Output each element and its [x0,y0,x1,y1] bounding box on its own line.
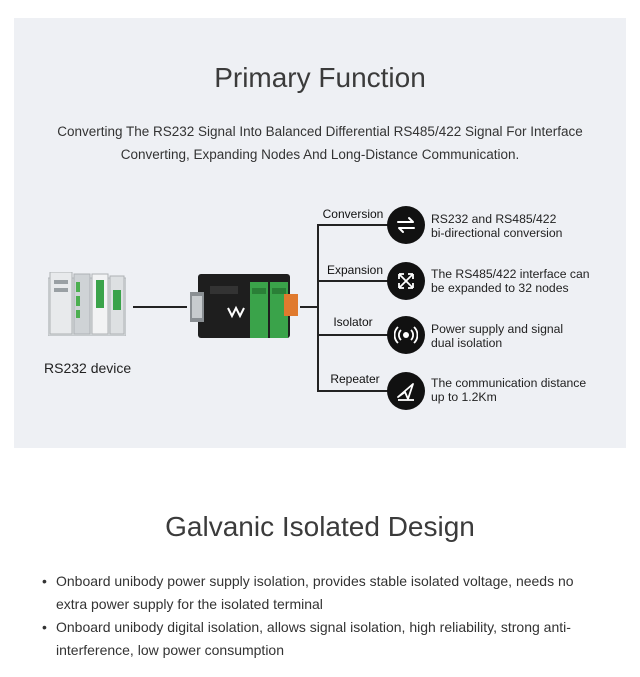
section-title-galvanic: Galvanic Isolated Design [165,511,475,542]
device-label: RS232 device [44,360,132,376]
feature-desc-conversion: RS232 and RS485/422 bi-directional conve… [431,212,563,240]
feature-desc-isolator: Power supply and signal dual isolation [431,322,564,350]
feature-label-expansion: Expansion [326,263,384,277]
send-arrow-icon [387,372,425,410]
feature-label-conversion: Conversion [322,207,384,221]
primary-function-panel [14,18,626,448]
feature-desc-expansion: The RS485/422 interface can be expanded … [431,267,590,295]
bullet-item-power-isolation: Onboard unibody power supply isolation, … [42,570,602,616]
converter-module-image [190,274,298,338]
device-link-line [133,306,187,308]
tree-stem-line [300,306,318,308]
branch-line-isolator [317,334,389,336]
feature-bullet-list: Onboard unibody power supply isolation, … [42,570,602,662]
swap-arrows-icon [387,206,425,244]
feature-label-repeater: Repeater [330,372,380,386]
subtitle-line-2: Converting, Expanding Nodes And Long-Dis… [120,147,520,162]
expand-arrows-icon [387,262,425,300]
feature-desc-repeater: The communication distance up to 1.2Km [431,376,587,404]
branch-line-expansion [317,280,389,282]
signal-isolation-icon [387,316,425,354]
section-title-primary: Primary Function [214,62,426,93]
branch-line-conversion [317,224,389,226]
tree-trunk-line [317,224,319,392]
rs232-device-image [48,272,126,336]
section-subtitle: Converting The RS232 Signal Into Balance… [30,120,610,166]
feature-label-isolator: Isolator [333,315,373,329]
subtitle-line-1: Converting The RS232 Signal Into Balance… [57,124,583,139]
branch-line-repeater [317,390,389,392]
bullet-item-digital-isolation: Onboard unibody digital isolation, allow… [42,616,602,662]
